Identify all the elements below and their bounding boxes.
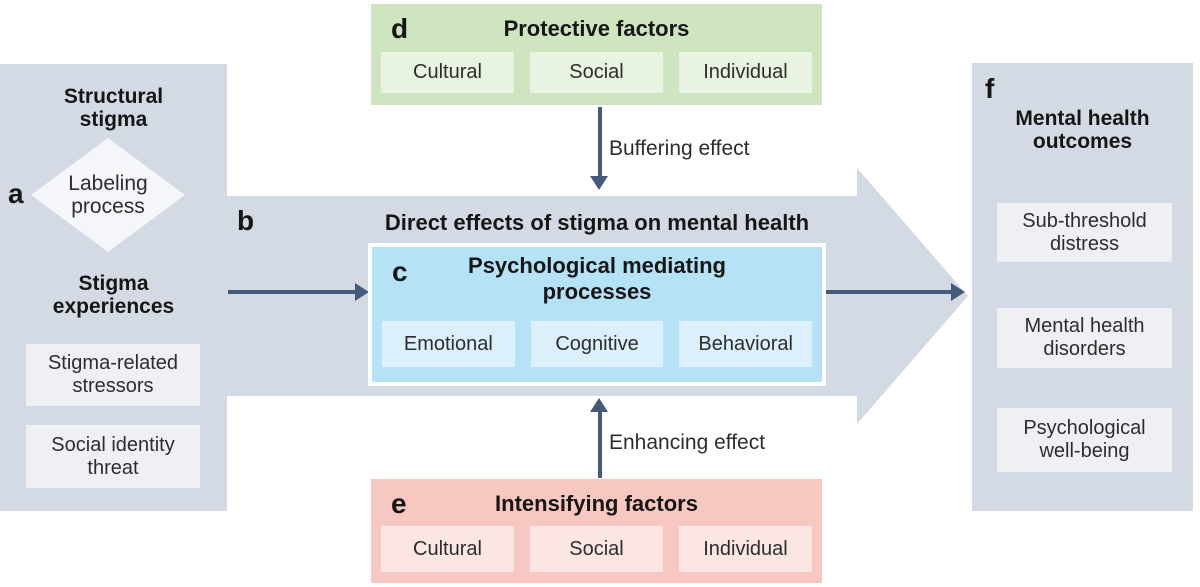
mediating-cognitive-box: Cognitive	[530, 321, 664, 367]
figure-label-f: f	[985, 73, 995, 104]
subthreshold-distress-box: Sub-threshold distress	[997, 203, 1172, 262]
panel-stigma: a Structural stigma Labeling process Sti…	[0, 64, 227, 511]
mental-health-outcomes-heading: Mental health outcomes	[1015, 107, 1150, 153]
labeling-process-diamond: Labeling process	[31, 138, 185, 252]
figure-label-c: c	[392, 256, 408, 287]
intensifying-factors-title: Intensifying factors	[495, 491, 698, 516]
mediating-processes-title: Psychological mediating processes	[468, 253, 726, 304]
protective-factors-box: d Protective factors Cultural Social Ind…	[371, 4, 822, 105]
labeling-process-text: Labeling process	[68, 172, 148, 218]
protective-individual-box: Individual	[679, 52, 812, 93]
direct-effects-title: Direct effects of stigma on mental healt…	[384, 210, 810, 235]
figure-label-b: b	[237, 205, 255, 236]
intensifying-social-box: Social	[530, 526, 663, 572]
stigma-experiences-heading: Stigma experiences	[52, 272, 175, 318]
protective-factors-items: Cultural Social Individual	[381, 52, 812, 93]
protective-cultural-box: Cultural	[381, 52, 514, 93]
mediating-processes-box-border: c Psychological mediating processes Emot…	[368, 243, 826, 386]
figure-label-d: d	[391, 13, 409, 44]
mental-health-disorders-box: Mental health disorders	[997, 308, 1172, 368]
mediating-processes-items: Emotional Cognitive Behavioral	[382, 321, 813, 367]
enhancing-up-arrow-icon	[590, 398, 608, 478]
mediating-emotional-box: Emotional	[382, 321, 515, 367]
buffering-effect-label: Buffering effect	[609, 137, 750, 160]
panel-outcomes: f Mental health outcomes Sub-threshold d…	[972, 63, 1193, 511]
mediating-behavioral-box: Behavioral	[679, 321, 813, 367]
mediating-processes-box: c Psychological mediating processes Emot…	[372, 247, 822, 382]
structural-stigma-heading: Structural stigma	[63, 85, 164, 131]
figure-label-e: e	[391, 488, 407, 519]
buffering-down-arrow-icon	[590, 107, 608, 190]
stigma-related-stressors-box: Stigma-related stressors	[26, 344, 200, 406]
processes-to-outcomes-arrow-icon	[826, 283, 965, 301]
intensifying-factors-box: e Intensifying factors Cultural Social I…	[371, 479, 822, 583]
enhancing-effect-label: Enhancing effect	[609, 431, 766, 454]
social-identity-threat-box: Social identity threat	[26, 425, 200, 488]
intensifying-factors-items: Cultural Social Individual	[381, 526, 812, 572]
figure-label-a: a	[8, 178, 24, 209]
intensifying-cultural-box: Cultural	[381, 526, 514, 572]
protective-social-box: Social	[530, 52, 663, 93]
intensifying-individual-box: Individual	[679, 526, 812, 572]
psychological-wellbeing-box: Psychological well-being	[997, 408, 1172, 472]
stigma-to-processes-arrow-icon	[228, 283, 369, 301]
protective-factors-title: Protective factors	[503, 16, 690, 41]
